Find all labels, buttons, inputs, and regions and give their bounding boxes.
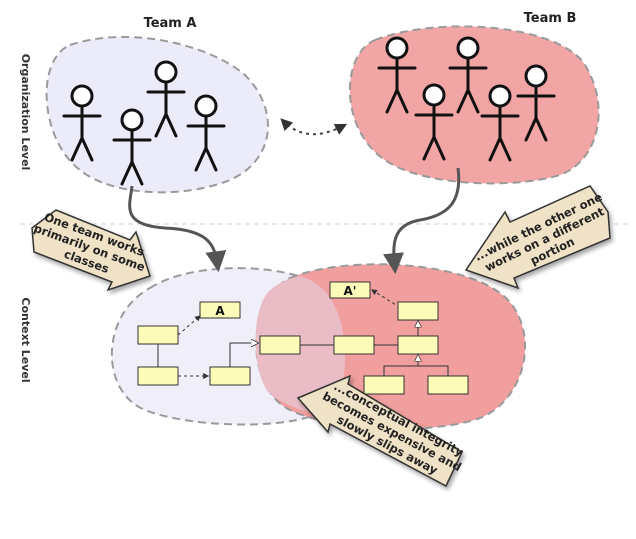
context-level-label: Context Level	[19, 297, 32, 382]
class-box	[259, 335, 301, 355]
stick-figure-icon	[377, 36, 417, 114]
stick-figure-icon	[480, 84, 520, 162]
class-box	[397, 301, 439, 321]
team-a-members	[62, 60, 226, 186]
dependency-arrow	[177, 315, 201, 336]
callout-left-arrow-shape	[31, 209, 151, 292]
team-b-to-context-connector	[383, 167, 461, 275]
class-box	[363, 375, 405, 395]
callout-left	[31, 209, 151, 292]
organization-level-label: Organization Level	[19, 54, 32, 171]
class-box-a	[199, 301, 241, 319]
generalization-arrow	[229, 343, 258, 367]
callout-right-arrow-shape	[464, 185, 611, 290]
team-b-members	[377, 36, 556, 162]
generalization-branch	[383, 365, 449, 376]
class-diagram: A A'	[137, 281, 469, 395]
stick-figure-icon	[186, 94, 226, 172]
stick-figure-icon	[62, 84, 102, 162]
stick-figure-icon	[414, 83, 454, 161]
callout-bottom-arrow-shape	[296, 374, 463, 488]
class-box	[427, 375, 469, 395]
class-box	[209, 366, 251, 386]
team-b-label: Team B	[524, 11, 577, 26]
team-communication-arrow	[280, 118, 348, 136]
team-a-to-context-connector	[128, 185, 227, 273]
dependency-arrow	[370, 289, 397, 306]
team-a-area	[45, 35, 269, 194]
class-box	[137, 325, 179, 345]
class-box-a-prime	[329, 281, 371, 299]
class-box	[137, 366, 179, 386]
callout-bottom	[296, 374, 463, 488]
stick-figure-icon	[516, 64, 556, 142]
class-a-label: A	[215, 304, 225, 318]
team-a-label: Team A	[144, 16, 197, 31]
callout-right	[464, 185, 611, 290]
class-box	[333, 335, 375, 355]
stick-figure-icon	[146, 60, 186, 138]
stick-figure-icon	[448, 36, 488, 114]
stick-figure-icon	[112, 108, 152, 186]
class-a-prime-label: A'	[344, 284, 357, 298]
class-box	[397, 335, 439, 355]
